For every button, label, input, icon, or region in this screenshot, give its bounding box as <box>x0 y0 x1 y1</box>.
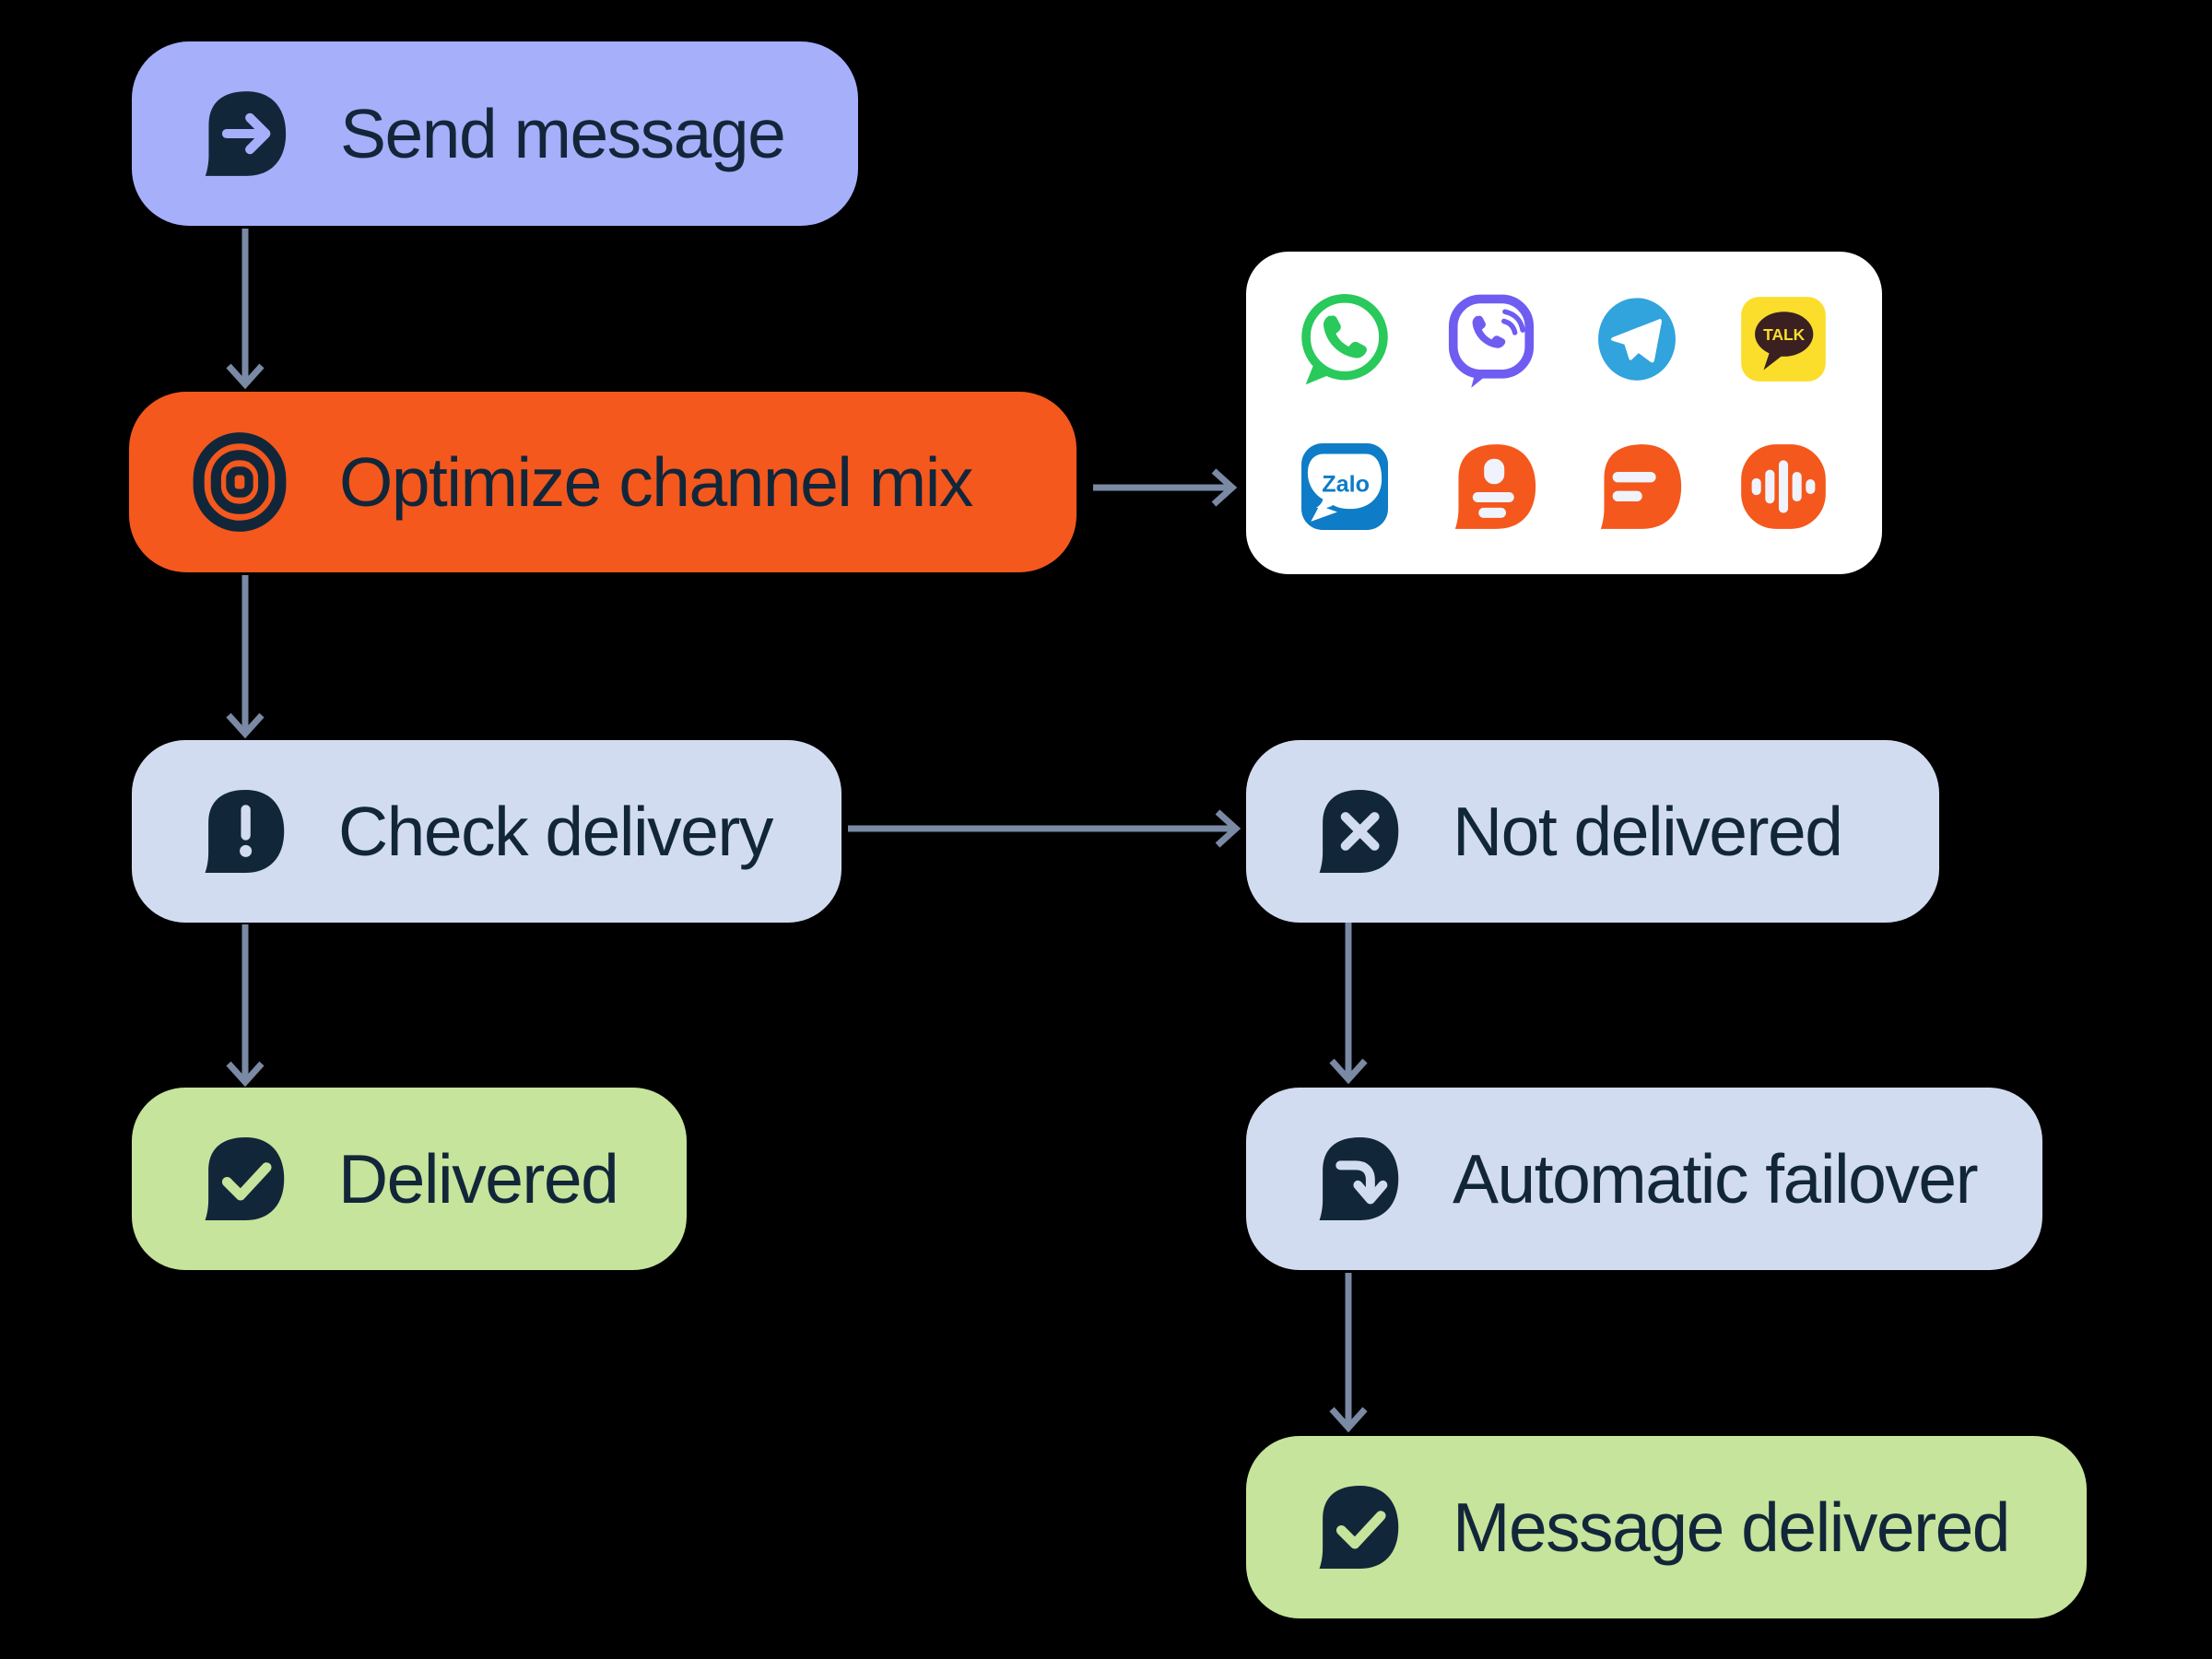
arrow-optimize-to-channels <box>1093 468 1238 507</box>
node-label: Automatic failover <box>1453 1140 1979 1218</box>
viber-icon <box>1448 294 1534 388</box>
voice-waveform-icon <box>1741 444 1826 529</box>
kakaotalk-icon: TALK <box>1741 297 1826 382</box>
arrow-send-to-optimize <box>226 229 265 390</box>
channel-row-1: TALK <box>1294 288 1834 390</box>
node-not-delivered: Not delivered <box>1246 740 1939 923</box>
node-delivered: Delivered <box>132 1088 687 1270</box>
channel-row-2: Zalo <box>1294 436 1834 537</box>
arrow-check-to-notdelivered <box>848 809 1241 848</box>
send-arrow-bubble-icon <box>205 91 287 176</box>
node-label: Optimize channel mix <box>339 443 973 521</box>
node-message-delivered: Message delivered <box>1246 1436 2087 1618</box>
node-label: Send message <box>340 95 786 172</box>
whatsapp-icon <box>1301 293 1388 385</box>
x-bubble-icon <box>1319 790 1399 873</box>
arrow-failover-to-messagedelivered <box>1329 1273 1368 1433</box>
node-check-delivery: Check delivery <box>132 740 841 923</box>
node-send-message: Send message <box>132 41 858 226</box>
zalo-icon: Zalo <box>1301 443 1388 530</box>
arrow-notdelivered-to-failover <box>1329 922 1368 1085</box>
concentric-target-icon <box>193 432 287 532</box>
failover-arrow-bubble-icon <box>1319 1137 1399 1220</box>
node-label: Delivered <box>338 1140 619 1218</box>
arrow-optimize-to-check <box>226 575 265 739</box>
node-label: Not delivered <box>1453 793 1843 870</box>
arrow-check-to-delivered <box>226 924 265 1088</box>
kakaotalk-label: TALK <box>1763 325 1806 344</box>
channel-mix-card: TALK Zalo <box>1246 252 1882 574</box>
telegram-icon <box>1598 298 1677 381</box>
zalo-label: Zalo <box>1322 472 1370 498</box>
messages-bubble-icon <box>1454 444 1535 529</box>
check-bubble-icon <box>1319 1486 1399 1569</box>
node-optimize-channel-mix: Optimize channel mix <box>129 392 1077 572</box>
exclamation-bubble-icon <box>205 790 285 873</box>
check-bubble-icon <box>205 1137 285 1220</box>
node-label: Check delivery <box>338 793 773 870</box>
node-label: Message delivered <box>1453 1488 2011 1566</box>
node-automatic-failover: Automatic failover <box>1246 1088 2042 1270</box>
chat-bubble-icon <box>1601 444 1682 529</box>
